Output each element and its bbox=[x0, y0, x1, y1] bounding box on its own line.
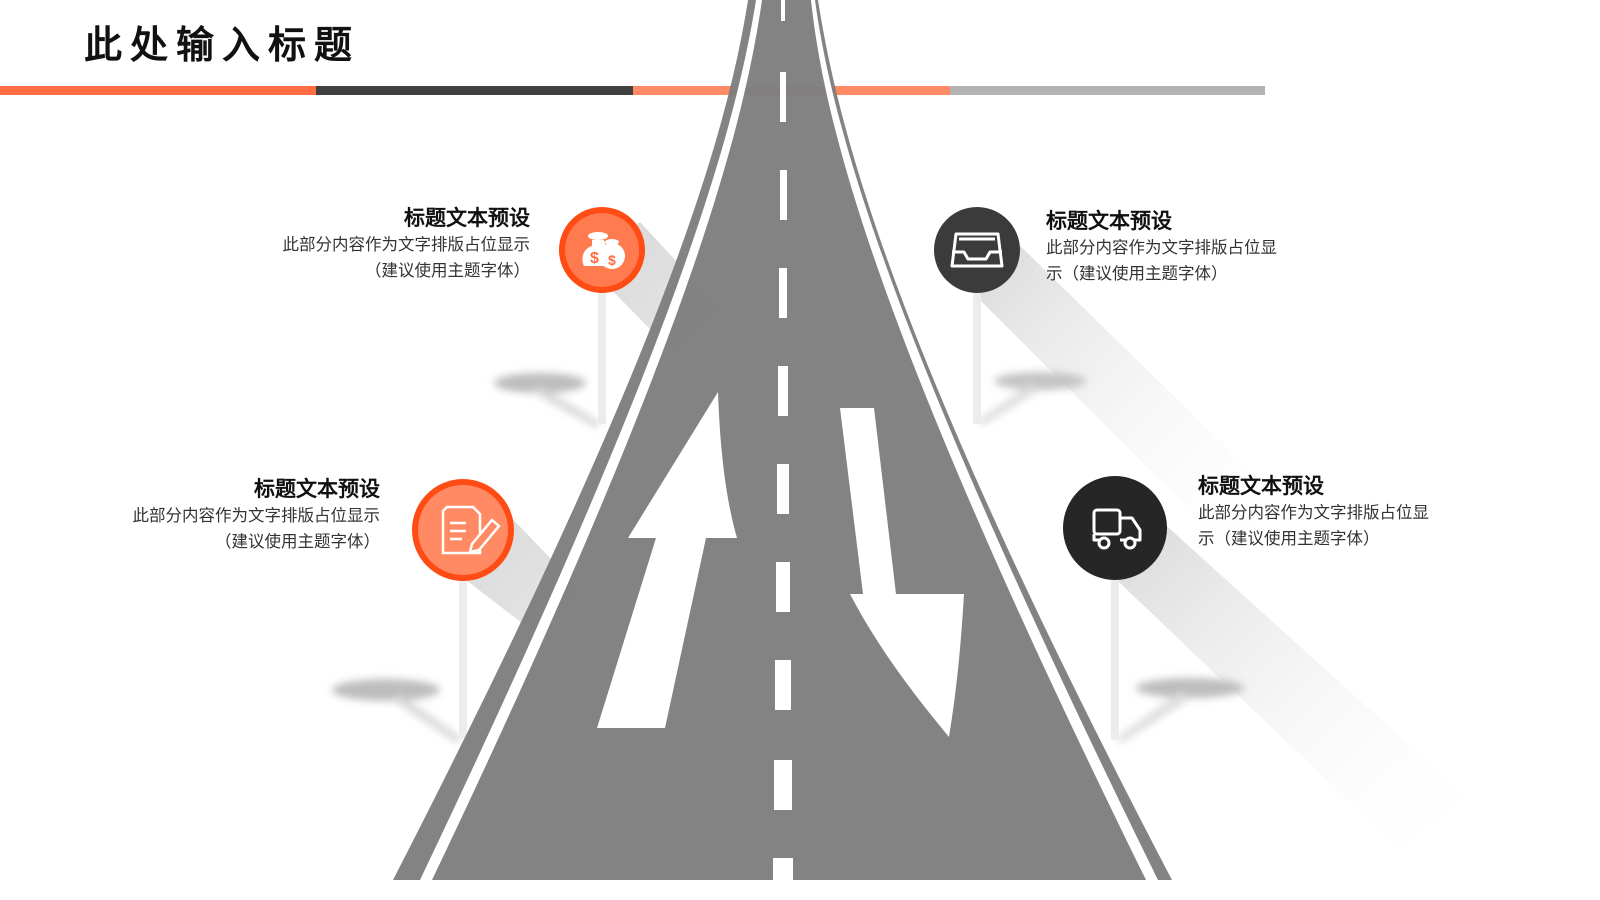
document-edit-icon bbox=[441, 505, 501, 555]
feature-item-1: 标题文本预设 此部分内容作为文字排版占位显示 （建议使用主题字体） bbox=[283, 204, 531, 284]
feature-title: 标题文本预设 bbox=[254, 477, 380, 501]
header-bar-gray bbox=[950, 86, 1265, 95]
center-dashes bbox=[773, 0, 793, 880]
road bbox=[393, 0, 1172, 880]
sign-poles bbox=[459, 290, 1119, 740]
feature-desc-line1: 此部分内容作为文字排版占位显 bbox=[1198, 503, 1429, 522]
header-bar-orange bbox=[0, 86, 316, 95]
feature-desc-line2: 示（建议使用主题字体） bbox=[1046, 264, 1228, 283]
svg-text:$: $ bbox=[608, 252, 616, 268]
feature-desc-line2: （建议使用主题字体） bbox=[365, 261, 530, 280]
pole-ground-shadows bbox=[332, 372, 1244, 744]
down-arrow bbox=[840, 408, 964, 737]
sign-inbox bbox=[934, 207, 1020, 293]
sign-money: $ $ bbox=[559, 207, 645, 293]
inbox-tray-icon bbox=[950, 232, 1004, 268]
feature-desc-line1: 此部分内容作为文字排版占位显 bbox=[1046, 238, 1277, 257]
header-bar-dark bbox=[316, 86, 633, 95]
feature-item-2: 标题文本预设 此部分内容作为文字排版占位显 示（建议使用主题字体） bbox=[1046, 207, 1277, 287]
feature-desc-line2: （建议使用主题字体） bbox=[215, 532, 380, 551]
feature-title: 标题文本预设 bbox=[1046, 209, 1172, 233]
feature-item-3: 标题文本预设 此部分内容作为文字排版占位显示 （建议使用主题字体） bbox=[133, 475, 381, 555]
feature-title: 标题文本预设 bbox=[1198, 474, 1324, 498]
feature-item-4: 标题文本预设 此部分内容作为文字排版占位显 示（建议使用主题字体） bbox=[1198, 472, 1429, 552]
feature-desc-line1: 此部分内容作为文字排版占位显示 bbox=[132, 506, 381, 525]
svg-text:$: $ bbox=[590, 250, 599, 267]
money-bag-icon bbox=[582, 232, 625, 269]
feature-desc-line2: 示（建议使用主题字体） bbox=[1198, 529, 1380, 548]
feature-desc-line1: 此部分内容作为文字排版占位显示 bbox=[282, 235, 531, 254]
page-title: 此处输入标题 bbox=[84, 23, 361, 67]
up-arrow bbox=[597, 392, 737, 728]
delivery-truck-icon bbox=[1092, 508, 1142, 550]
sign-truck bbox=[1063, 476, 1167, 580]
sign-document bbox=[412, 479, 514, 581]
feature-title: 标题文本预设 bbox=[404, 206, 530, 230]
